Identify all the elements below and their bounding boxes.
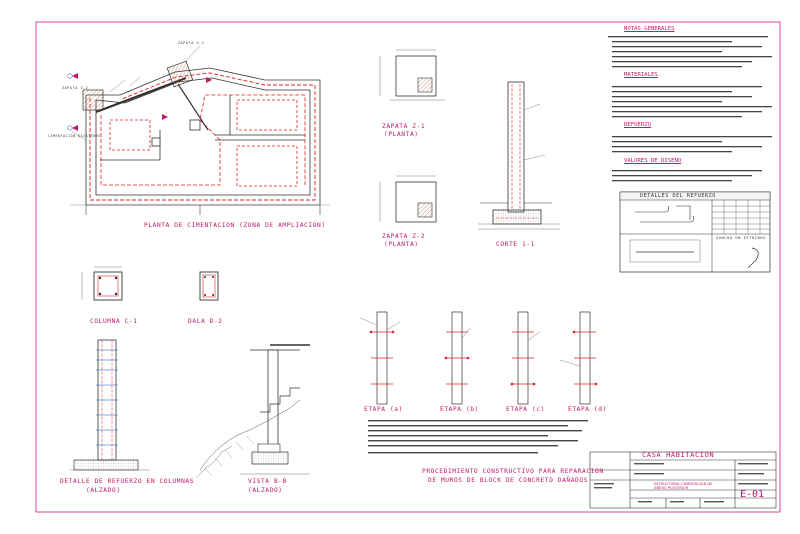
title-block xyxy=(589,451,777,509)
title-block-project: CASA HABITACION xyxy=(642,451,715,459)
zapata-z1-title: ZAPATA Z-1 xyxy=(382,123,426,130)
procedimiento-subtitle: DE MUROS DE BLOCK DE CONCRETO DAÑADOS xyxy=(428,477,589,484)
plan-footing-z2 xyxy=(82,89,104,111)
plan-label-zapata-z2: ZAPATA Z-2 xyxy=(62,86,89,90)
procedure-text xyxy=(368,420,588,454)
vista-subtitle: (ALZADO) xyxy=(248,487,283,494)
zapata-z2-drawing xyxy=(379,175,437,223)
plan-footing-z1 xyxy=(166,60,194,88)
plan-label-zapata-z1: ZAPATA Z-1 xyxy=(178,41,205,45)
detalle-columnas-title: DETALLE DE REFUERZO EN COLUMNAS xyxy=(60,478,195,485)
vista-drawing xyxy=(195,344,310,479)
materiales-heading: MATERIALES xyxy=(624,72,658,78)
columna-drawing xyxy=(81,266,123,301)
plan-title: PLANTA DE CIMENTACION (ZONA DE AMPLIACIO… xyxy=(144,222,326,229)
etapas-drawing xyxy=(359,311,598,405)
section-marker xyxy=(67,73,212,131)
detalle-columnas-subtitle: (ALZADO) xyxy=(86,487,121,494)
notes-text-lines xyxy=(608,36,772,182)
plan-label-cimentacion: CIMENTACION EXISTENTE xyxy=(48,134,101,138)
etapa-c-label: ETAPA (c) xyxy=(506,406,545,413)
etapa-b-label: ETAPA (b) xyxy=(440,406,479,413)
sheet-frame xyxy=(35,21,781,513)
procedimiento-title: PROCEDIMIENTO CONSTRUCTIVO PARA REPARACI… xyxy=(422,468,604,475)
title-block-fields xyxy=(594,463,768,503)
etapa-d-label: ETAPA (d) xyxy=(568,406,607,413)
zapata-z1-subtitle: (PLANTA) xyxy=(384,131,419,138)
title-block-plano: ESTRUCTURAL-CIMENTACION DE ANEXO POSTERI… xyxy=(654,482,713,490)
foundation-plan xyxy=(70,67,330,215)
vista-title: VISTA B-B xyxy=(248,478,287,485)
gancho-label: GANCHO EN ESTRIBOS xyxy=(716,236,766,240)
corte-title: CORTE 1-1 xyxy=(496,241,535,248)
zapata-z2-title: ZAPATA Z-2 xyxy=(382,233,426,240)
notas-generales-heading: NOTAS GENERALES xyxy=(624,26,675,32)
etapa-a-label: ETAPA (a) xyxy=(364,406,403,413)
title-block-sheet: E-01 xyxy=(740,489,765,500)
columna-title: COLUMNA C-1 xyxy=(90,318,138,325)
refuerzo-heading: REFUERZO xyxy=(624,122,651,128)
zapata-z2-subtitle: (PLANTA) xyxy=(384,241,419,248)
detalle-columnas-drawing xyxy=(70,339,150,471)
plan-leaders xyxy=(71,45,201,141)
detalles-refuerzo-title: DETALLES DEL REFUERZO xyxy=(640,193,716,199)
valores-heading: VALORES DE DISEÑO xyxy=(624,158,682,164)
corte-section-drawing xyxy=(478,81,560,230)
zapata-z1-drawing xyxy=(379,49,445,101)
dala-title: DALA D-2 xyxy=(188,318,223,325)
detalles-refuerzo-box xyxy=(619,191,771,273)
dala-drawing xyxy=(199,271,219,301)
